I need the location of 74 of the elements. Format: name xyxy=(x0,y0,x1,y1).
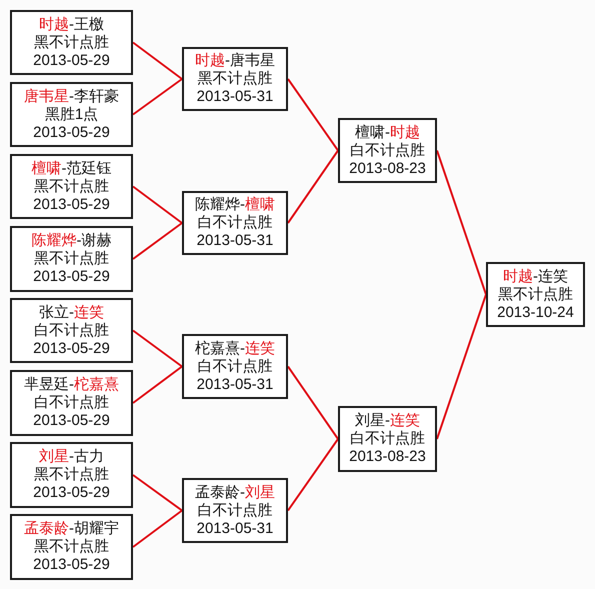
player-names: 时越-连笑 xyxy=(503,268,568,286)
match-box xyxy=(182,478,288,543)
match-box xyxy=(10,82,133,147)
match-box xyxy=(182,191,288,255)
game-result: 黑不计点胜 xyxy=(198,70,272,88)
match-box xyxy=(182,47,288,111)
player-names: 柁嘉熹-连笑 xyxy=(195,340,275,358)
game-result: 黑不计点胜 xyxy=(34,34,109,52)
player-names: 芈昱廷-柁嘉熹 xyxy=(24,376,119,394)
match-box xyxy=(338,118,437,183)
game-result: 黑不计点胜 xyxy=(34,250,109,268)
player-names: 时越-唐韦星 xyxy=(195,52,275,70)
match-box xyxy=(10,514,133,580)
match-box xyxy=(10,298,133,363)
match-box xyxy=(10,154,133,219)
player-names: 孟泰龄-刘星 xyxy=(195,484,275,502)
game-result: 白不计点胜 xyxy=(34,394,109,412)
game-date: 2013-05-29 xyxy=(33,52,110,70)
match-box xyxy=(10,226,133,292)
game-date: 2013-05-29 xyxy=(33,556,110,574)
bracket-line xyxy=(132,186,183,224)
match-box xyxy=(182,334,288,399)
match-box xyxy=(10,442,133,508)
bracket-line xyxy=(287,366,339,440)
player-names: 刘星-连笑 xyxy=(355,412,420,430)
bracket-line xyxy=(132,474,183,512)
bracket-line xyxy=(132,78,183,116)
player-names: 刘星-古力 xyxy=(39,448,104,466)
bracket-line xyxy=(436,294,487,440)
game-result: 白不计点胜 xyxy=(350,142,425,160)
player-names: 檀啸-时越 xyxy=(355,124,420,142)
game-result: 白不计点胜 xyxy=(34,322,109,340)
player-names: 陈耀烨-谢赫 xyxy=(32,232,112,250)
game-date: 2013-05-31 xyxy=(196,88,274,106)
game-result: 白不计点胜 xyxy=(198,358,272,376)
game-result: 黑胜1点 xyxy=(44,106,98,124)
game-date: 2013-10-24 xyxy=(497,304,574,322)
player-names: 檀啸-范廷钰 xyxy=(32,160,112,178)
game-result: 黑不计点胜 xyxy=(34,466,109,484)
player-names: 张立-连笑 xyxy=(39,304,104,322)
game-date: 2013-05-31 xyxy=(196,232,274,250)
game-result: 白不计点胜 xyxy=(198,214,272,232)
bracket-line xyxy=(132,510,183,548)
bracket-line xyxy=(436,150,487,295)
bracket-line xyxy=(132,222,183,260)
game-result: 黑不计点胜 xyxy=(498,286,573,304)
game-date: 2013-05-31 xyxy=(196,376,274,394)
game-result: 黑不计点胜 xyxy=(34,178,109,196)
game-date: 2013-05-29 xyxy=(33,196,110,214)
game-date: 2013-05-29 xyxy=(33,124,110,142)
game-date: 2013-08-23 xyxy=(349,448,426,466)
match-box xyxy=(10,370,133,436)
player-names: 陈耀烨-檀啸 xyxy=(195,196,275,214)
game-date: 2013-08-23 xyxy=(349,160,426,178)
bracket-line xyxy=(287,438,339,512)
game-result: 白不计点胜 xyxy=(198,502,272,520)
match-box xyxy=(486,262,585,327)
game-result: 白不计点胜 xyxy=(350,430,425,448)
bracket-line xyxy=(132,42,183,80)
bracket-line xyxy=(287,150,339,224)
game-date: 2013-05-31 xyxy=(196,520,274,538)
player-names: 唐韦星-李轩豪 xyxy=(24,88,119,106)
bracket-line xyxy=(132,330,183,368)
match-box xyxy=(338,406,437,472)
game-date: 2013-05-29 xyxy=(33,484,110,502)
game-result: 黑不计点胜 xyxy=(34,538,109,556)
game-date: 2013-05-29 xyxy=(33,340,110,358)
player-names: 时越-王檄 xyxy=(39,16,104,34)
player-names: 孟泰龄-胡耀宇 xyxy=(24,520,119,538)
bracket-line xyxy=(132,366,183,404)
game-date: 2013-05-29 xyxy=(33,412,110,430)
bracket-line xyxy=(287,78,339,152)
game-date: 2013-05-29 xyxy=(33,268,110,286)
match-box xyxy=(10,10,133,75)
